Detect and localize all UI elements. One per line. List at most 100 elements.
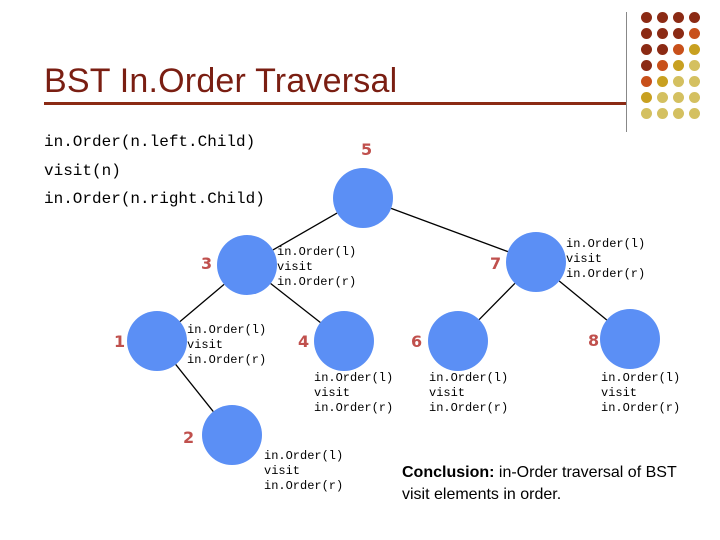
conclusion-text: Conclusion: in-Order traversal of BST vi…: [402, 462, 702, 506]
node-step-line: visit: [314, 386, 350, 400]
node-step-line: in.Order(l): [264, 449, 343, 463]
node-step-line: in.Order(l): [429, 371, 508, 385]
decor-dot: [689, 44, 700, 55]
decor-dot: [673, 108, 684, 119]
node-step-line: in.Order(r): [601, 401, 680, 415]
node-step-line: in.Order(l): [601, 371, 680, 385]
node-step-line: in.Order(r): [314, 401, 393, 415]
node-step-line: in.Order(r): [277, 275, 356, 289]
decor-dot: [673, 28, 684, 39]
node-circle-6: [428, 311, 488, 371]
decor-dot: [657, 60, 668, 71]
edge-7-6: [478, 282, 516, 321]
node-circle-7: [506, 232, 566, 292]
node-step-line: visit: [601, 386, 637, 400]
node-circle-8: [600, 309, 660, 369]
conclusion-body: in-Order traversal of BST visit elements…: [402, 464, 677, 503]
node-step-line: visit: [277, 260, 313, 274]
decor-dot: [657, 44, 668, 55]
decor-dot: [689, 76, 700, 87]
node-step-line: in.Order(r): [566, 267, 645, 281]
decor-dot: [689, 92, 700, 103]
edge-5-7: [390, 207, 509, 253]
node-number-1: 1: [114, 332, 125, 351]
decor-dot: [673, 76, 684, 87]
decor-dot: [641, 60, 652, 71]
conclusion-label: Conclusion:: [402, 464, 495, 481]
node-step-line: in.Order(r): [429, 401, 508, 415]
node-number-7: 7: [490, 254, 501, 273]
slide-title: BST In.Order Traversal: [44, 62, 398, 100]
decor-dot: [641, 76, 652, 87]
node-5: 5: [333, 140, 393, 228]
node-step-line: in.Order(l): [314, 371, 393, 385]
decor-dot: [641, 44, 652, 55]
code-line-left: in.Order(n.left.Child): [44, 133, 256, 151]
node-step-line: in.Order(r): [264, 479, 343, 493]
node-circle-5: [333, 168, 393, 228]
decor-dot: [689, 108, 700, 119]
decor-dot: [657, 108, 668, 119]
tree-edges: [175, 207, 608, 412]
node-circle-2: [202, 405, 262, 465]
decor-dot: [689, 12, 700, 23]
decor-dot: [689, 28, 700, 39]
node-number-3: 3: [201, 254, 212, 273]
node-circle-3: [217, 235, 277, 295]
node-number-2: 2: [183, 428, 194, 447]
node-number-8: 8: [588, 331, 599, 350]
edge-5-3: [272, 212, 338, 251]
decor-dot: [657, 92, 668, 103]
decor-dot-grid: [641, 12, 711, 124]
decor-dot: [673, 12, 684, 23]
node-step-line: visit: [429, 386, 465, 400]
edge-7-8: [558, 280, 608, 321]
edge-3-1: [179, 283, 225, 323]
decor-dot: [641, 92, 652, 103]
decor-vertical-rule: [626, 12, 627, 132]
edge-3-4: [270, 282, 321, 324]
node-step-line: in.Order(l): [277, 245, 356, 259]
decor-dot: [641, 108, 652, 119]
decor-dot: [657, 28, 668, 39]
decor-dot: [673, 92, 684, 103]
node-circle-1: [127, 311, 187, 371]
decor-dot: [641, 28, 652, 39]
node-step-line: visit: [264, 464, 300, 478]
decor-dot: [641, 12, 652, 23]
node-step-line: in.Order(r): [187, 353, 266, 367]
code-line-right: in.Order(n.right.Child): [44, 190, 265, 208]
decor-dot: [673, 44, 684, 55]
decor-dot: [657, 76, 668, 87]
decor-dot: [673, 60, 684, 71]
title-underline: [44, 102, 626, 105]
node-number-6: 6: [411, 332, 422, 351]
node-number-5: 5: [361, 140, 372, 159]
node-step-line: in.Order(l): [187, 323, 266, 337]
node-step-line: in.Order(l): [566, 237, 645, 251]
node-step-line: visit: [566, 252, 602, 266]
node-number-4: 4: [298, 332, 309, 351]
decor-dot: [657, 12, 668, 23]
code-line-visit: visit(n): [44, 162, 121, 180]
node-circle-4: [314, 311, 374, 371]
node-step-line: visit: [187, 338, 223, 352]
decor-dot: [689, 60, 700, 71]
edge-1-2: [175, 364, 214, 412]
